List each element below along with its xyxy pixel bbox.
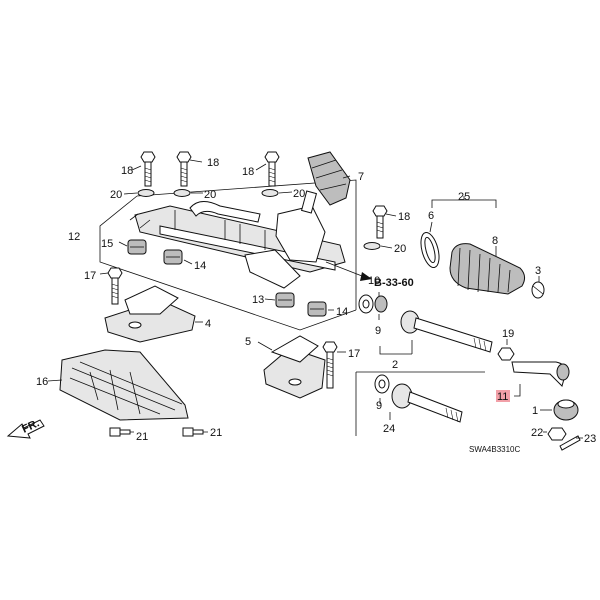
bracket-5	[263, 335, 326, 399]
callout-13: 13	[252, 294, 264, 306]
cotter-pin-23	[559, 435, 581, 451]
bolt-18-center-right	[264, 151, 280, 187]
callout-11: 11	[497, 391, 508, 403]
clip-3	[531, 281, 545, 299]
reference-label: B-33-60	[374, 277, 414, 289]
castle-nut-22	[547, 427, 567, 441]
front-label: FR.	[20, 417, 41, 435]
callout-7: 7	[358, 171, 364, 183]
callout-5: 5	[245, 336, 251, 348]
bolt-18-center-left	[176, 151, 192, 187]
callout-15: 15	[101, 238, 113, 250]
callout-14: 14	[194, 260, 206, 272]
callout-17: 17	[84, 270, 96, 282]
front-direction-arrow	[6, 419, 45, 439]
washer-20-center-right	[261, 189, 279, 197]
callout-20: 20	[110, 189, 122, 201]
steering-boot-8	[449, 243, 526, 295]
callout-9: 9	[375, 325, 381, 337]
heat-shield-16	[59, 349, 189, 421]
bolt-21-right	[182, 427, 204, 437]
bolt-17-right	[322, 341, 338, 389]
callout-3: 3	[535, 265, 541, 277]
callout-16: 16	[36, 376, 48, 388]
callout-20: 20	[293, 188, 305, 200]
inner-tie-rod-24	[391, 383, 463, 423]
callout-12: 12	[68, 231, 80, 243]
bushing-14-right	[307, 301, 327, 317]
callout-20: 20	[394, 243, 406, 255]
callout-23: 23	[584, 433, 596, 445]
tie-rod-2	[400, 310, 493, 353]
dust-cover-7	[307, 151, 351, 206]
bushing-15	[127, 239, 147, 255]
callout-18: 18	[398, 211, 410, 223]
bolt-18-left	[140, 151, 156, 187]
nut-19	[497, 347, 515, 361]
lock-washer-9-lower	[374, 374, 390, 394]
callout-8: 8	[492, 235, 498, 247]
callout-19: 19	[502, 328, 514, 340]
tie-rod-end-11	[511, 361, 570, 387]
callout-18: 18	[207, 157, 219, 169]
callout-22: 22	[531, 427, 543, 439]
callout-1: 1	[532, 405, 538, 417]
boot-band-6	[420, 231, 440, 269]
callout-17: 17	[348, 348, 360, 360]
bracket-4	[104, 285, 196, 343]
callout-18: 18	[242, 166, 254, 178]
washer-20-left	[137, 189, 155, 197]
reference-arrow	[325, 261, 363, 277]
bushing-13	[275, 292, 295, 308]
bolt-17-left	[107, 267, 123, 305]
bolt-18-right	[372, 205, 388, 239]
washer-20-center-left	[173, 189, 191, 197]
callout-10: 10	[368, 275, 380, 287]
callout-18: 18	[121, 165, 133, 177]
reference-arrow-head	[360, 272, 372, 281]
callout-25: 25	[458, 191, 470, 203]
callout-20: 20	[204, 189, 216, 201]
bolt-21-left	[109, 427, 131, 437]
callout-21: 21	[210, 427, 222, 439]
tie-rod-section-frame	[355, 371, 485, 436]
lock-nut-9	[374, 295, 388, 313]
dust-seal-1	[553, 399, 579, 421]
callout-21: 21	[136, 431, 148, 443]
callout-24: 24	[383, 423, 395, 435]
callout-2: 2	[392, 359, 398, 371]
callout-6: 6	[428, 210, 434, 222]
steering-gear-box	[129, 190, 346, 289]
diagram-code: SWA4B3310C	[469, 445, 521, 454]
callout-11-highlight	[496, 390, 510, 402]
callout-9: 9	[376, 400, 382, 412]
main-assembly-frame	[99, 179, 357, 331]
callout-14: 14	[336, 306, 348, 318]
bushing-14-left	[163, 249, 183, 265]
lock-washer-10	[358, 294, 374, 314]
callout-4: 4	[205, 318, 211, 330]
washer-20-right	[363, 242, 381, 250]
